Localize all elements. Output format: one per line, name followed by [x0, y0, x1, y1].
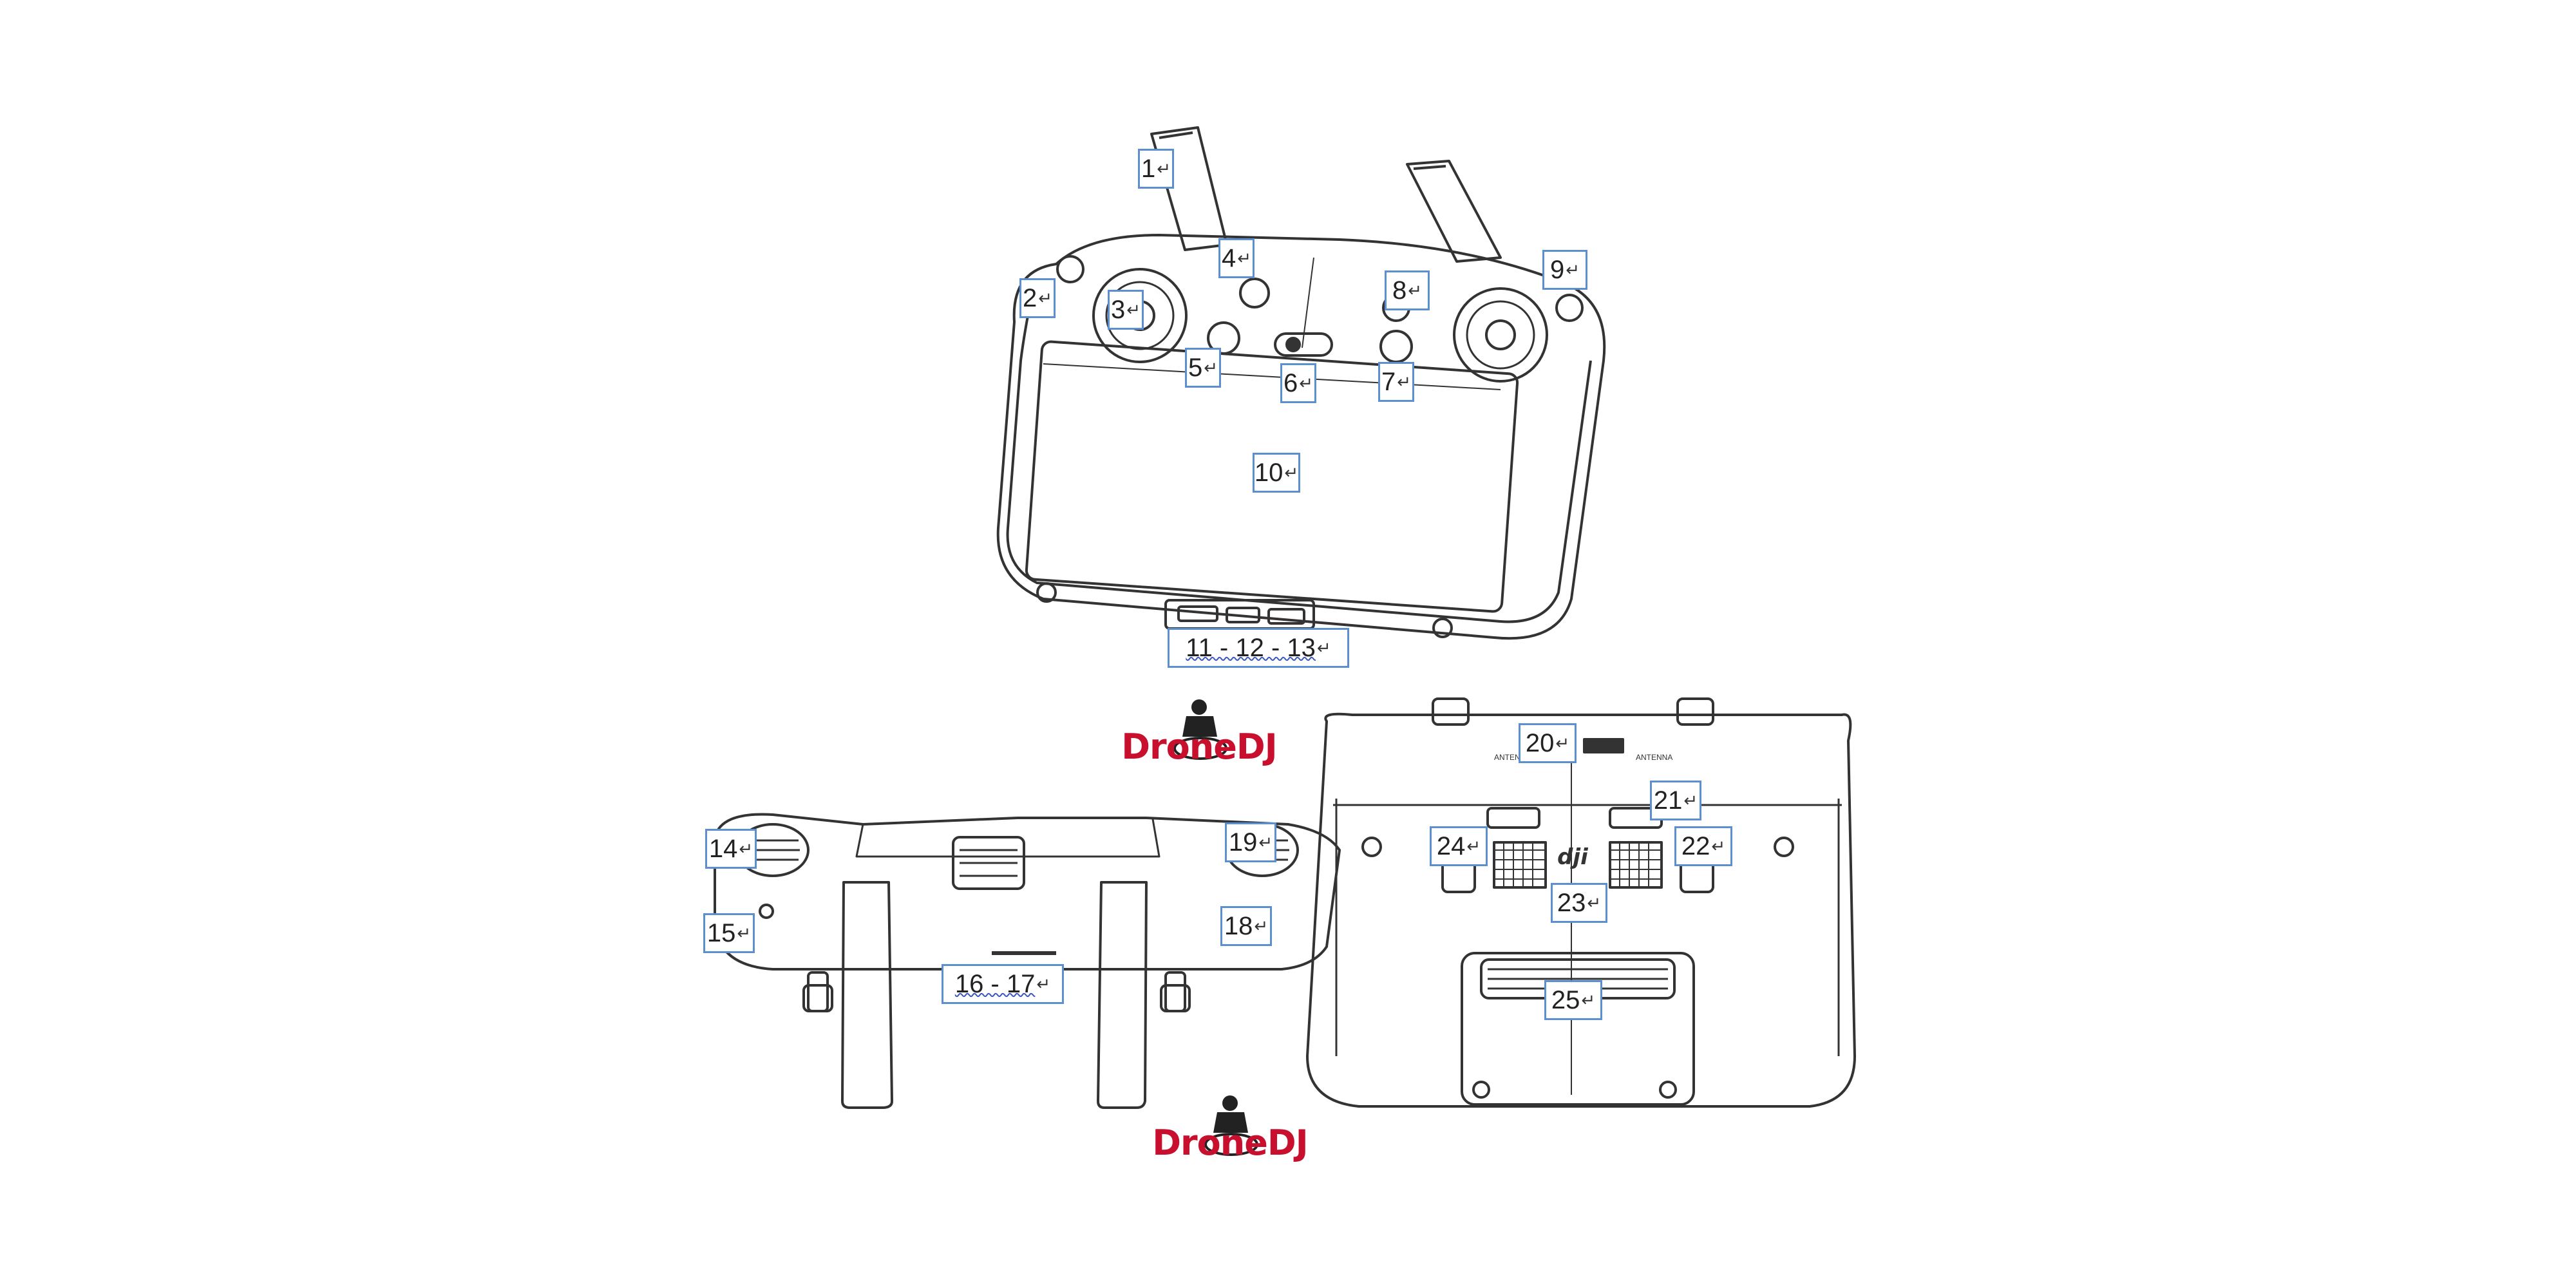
callout-19: 19↵ [1225, 822, 1276, 862]
pause-button [1207, 321, 1240, 355]
right-control-stick [1453, 287, 1548, 383]
rth-button [1239, 278, 1270, 308]
callout-10: 10↵ [1253, 453, 1300, 493]
callout-22: 22↵ [1674, 826, 1732, 866]
speaker-right [1609, 841, 1663, 889]
left-antenna [1150, 126, 1228, 251]
left-antenna-down [841, 881, 893, 1109]
rear-knob-right [1676, 697, 1714, 726]
touch-screen [1025, 340, 1519, 613]
callout-20: 20↵ [1519, 723, 1577, 763]
right-antenna-down [1097, 881, 1148, 1109]
callout-9: 9↵ [1542, 250, 1587, 290]
callout-24: 24↵ [1430, 826, 1488, 866]
dronedj-logo-top: DroneDJ [1103, 696, 1296, 767]
callout-18: 18↵ [1220, 906, 1272, 946]
dronedj-logo-bottom: DroneDJ [1133, 1092, 1327, 1163]
top-view [714, 813, 1341, 1109]
right-stick-knob [1164, 971, 1186, 1012]
power-button [1379, 330, 1413, 363]
callout-4: 4↵ [1218, 238, 1255, 278]
callout-6: 6↵ [1280, 363, 1316, 403]
front-body [996, 234, 1606, 640]
button-left-shoulder [1056, 255, 1084, 283]
callout-5: 5↵ [1185, 348, 1221, 388]
top-vent [952, 836, 1025, 890]
callout-3: 3↵ [1108, 290, 1144, 330]
callout-2: 2↵ [1019, 278, 1056, 318]
drone-pilot-icon [1204, 1095, 1258, 1156]
callout-25: 25↵ [1544, 980, 1602, 1020]
callout-7: 7↵ [1378, 362, 1414, 402]
antenna-text-right: ANTENNA [1636, 753, 1672, 762]
rear-handle [1461, 952, 1695, 1106]
callout-23: 23↵ [1551, 883, 1607, 923]
dji-brand-mark: dji [1557, 844, 1589, 870]
left-stick-knob [807, 971, 829, 1012]
drone-pilot-icon [1173, 699, 1227, 760]
callout-11-12-13: 11 - 12 - 13↵ [1168, 628, 1349, 668]
callout-8: 8↵ [1385, 270, 1430, 310]
callout-15: 15↵ [703, 913, 755, 953]
rear-body [1306, 712, 1856, 1108]
callout-14: 14↵ [705, 829, 757, 869]
callout-16-17: 16 - 17↵ [942, 964, 1064, 1004]
speaker-left [1493, 841, 1547, 889]
callout-1: 1↵ [1138, 149, 1174, 189]
left-control-stick [1092, 268, 1188, 363]
button-right-shoulder [1555, 294, 1584, 322]
callout-21: 21↵ [1650, 781, 1701, 820]
right-antenna [1406, 160, 1502, 263]
top-body [714, 813, 1341, 971]
rear-knob-left [1432, 697, 1470, 726]
